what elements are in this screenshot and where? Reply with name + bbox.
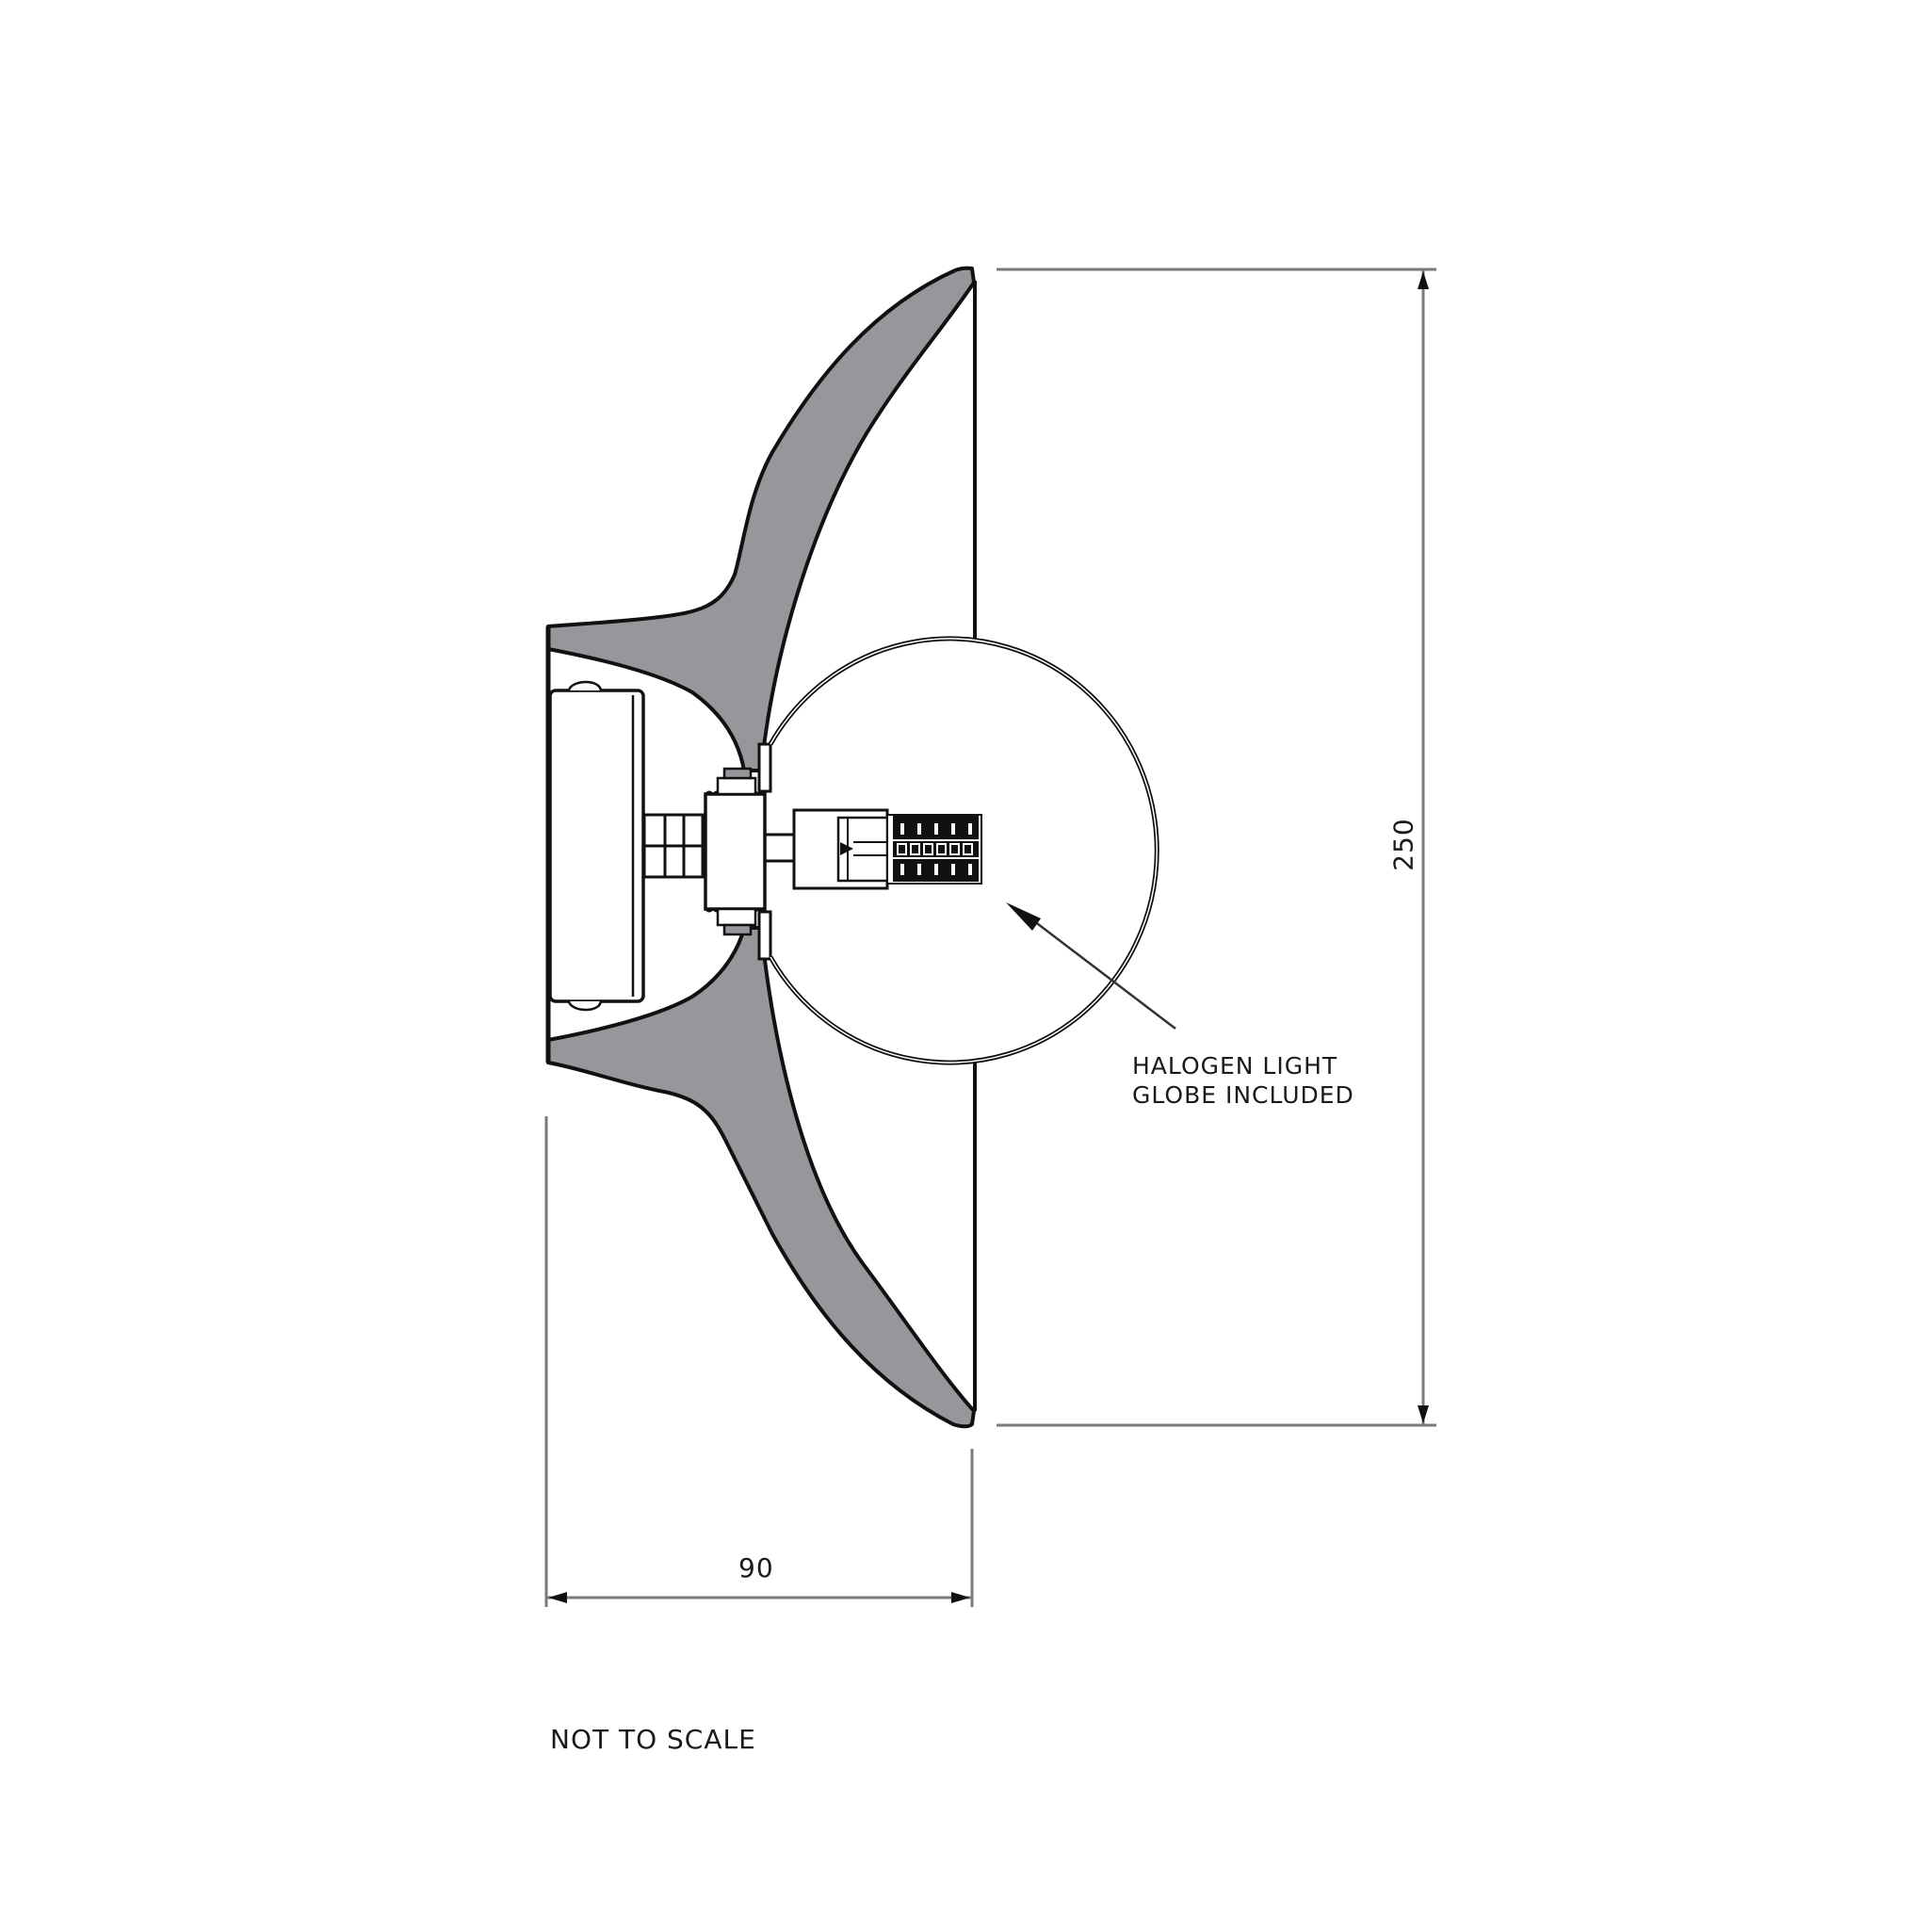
globe-callout-line-2: GLOBE INCLUDED (1132, 1081, 1354, 1109)
lamp-stem (765, 833, 793, 863)
driver-box (548, 680, 645, 1012)
depth-dimension-label: 90 (738, 1552, 774, 1583)
globe-callout-leader (1006, 902, 1176, 1030)
globe-collar (757, 742, 772, 961)
scale-note: NOT TO SCALE (550, 1724, 756, 1755)
terminal-block (642, 813, 705, 879)
globe-callout-line-1: HALOGEN LIGHT (1132, 1052, 1338, 1080)
globe-callout-text: HALOGEN LIGHT GLOBE INCLUDED (1132, 1051, 1354, 1110)
depth-dimension (544, 1116, 974, 1607)
lower-shade-arm (546, 926, 976, 1429)
height-dimension (997, 268, 1436, 1427)
glass-globe (768, 636, 1159, 1065)
halogen-capsule (886, 814, 982, 885)
halogen-socket (792, 808, 889, 890)
coupling-nut (704, 767, 767, 936)
height-dimension-label: 250 (1387, 818, 1419, 871)
upper-shade-arm (546, 266, 976, 772)
